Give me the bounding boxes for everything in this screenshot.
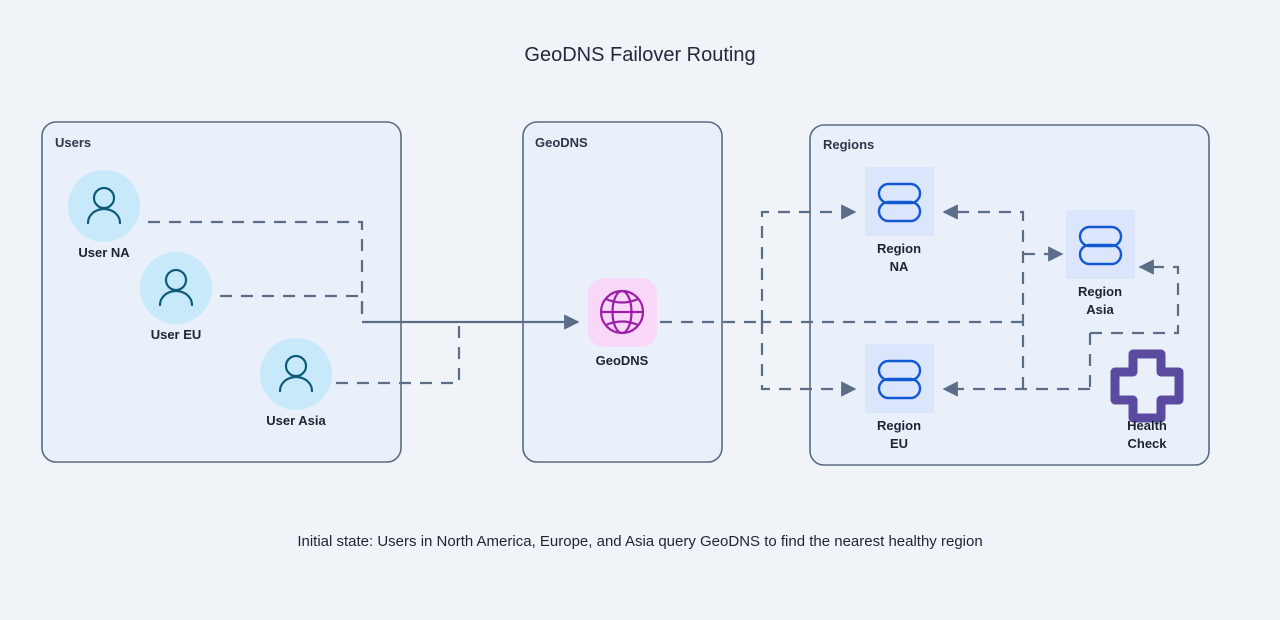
user-eu-label: User EU (151, 327, 202, 342)
node-health-check[interactable]: Health Check (1110, 349, 1184, 451)
region-na-label-line2: NA (890, 259, 909, 274)
geodns-label: GeoDNS (596, 353, 649, 368)
node-region-eu[interactable]: Region EU (865, 344, 934, 451)
edge-user-eu-to-geodns (220, 294, 364, 322)
database-icon (877, 182, 922, 223)
globe-icon (599, 289, 645, 335)
group-label-geodns: GeoDNS (535, 135, 588, 150)
user-asia-badge (260, 338, 332, 410)
edge-user-na-to-geodns (148, 220, 364, 322)
edge-health-to-region-na (942, 204, 1025, 389)
user-icon (278, 354, 314, 393)
region-asia-label-line1: Region (1078, 284, 1122, 299)
user-na-badge (68, 170, 140, 242)
group-label-users: Users (55, 135, 91, 150)
node-user-na[interactable]: User NA (68, 170, 140, 260)
node-region-na[interactable]: Region NA (865, 167, 934, 274)
region-eu-label-line1: Region (877, 418, 921, 433)
region-eu-label-line2: EU (890, 436, 908, 451)
user-icon (158, 268, 194, 307)
user-asia-label: User Asia (266, 413, 326, 428)
health-check-label-line2: Check (1127, 436, 1167, 451)
node-user-eu[interactable]: User EU (140, 252, 212, 342)
diagram-caption: Initial state: Users in North America, E… (297, 533, 982, 550)
database-icon (1078, 225, 1123, 266)
edge-geodns-to-region-na (760, 204, 857, 322)
page-title: GeoDNS Failover Routing (524, 44, 755, 66)
node-user-asia[interactable]: User Asia (260, 338, 332, 428)
node-region-asia[interactable]: Region Asia (1066, 210, 1135, 317)
group-label-regions: Regions (823, 137, 874, 152)
region-na-label-line1: Region (877, 241, 921, 256)
user-na-label: User NA (78, 245, 130, 260)
health-cross-icon (1110, 349, 1184, 423)
edge-geodns-to-region-eu (760, 322, 857, 397)
health-check-label-line1: Health (1127, 418, 1167, 433)
region-asia-label-line2: Asia (1086, 302, 1114, 317)
database-icon (877, 359, 922, 400)
node-geodns[interactable]: GeoDNS (588, 278, 657, 368)
user-icon (86, 186, 122, 225)
user-eu-badge (140, 252, 212, 324)
edge-health-to-region-asia (1090, 259, 1180, 335)
